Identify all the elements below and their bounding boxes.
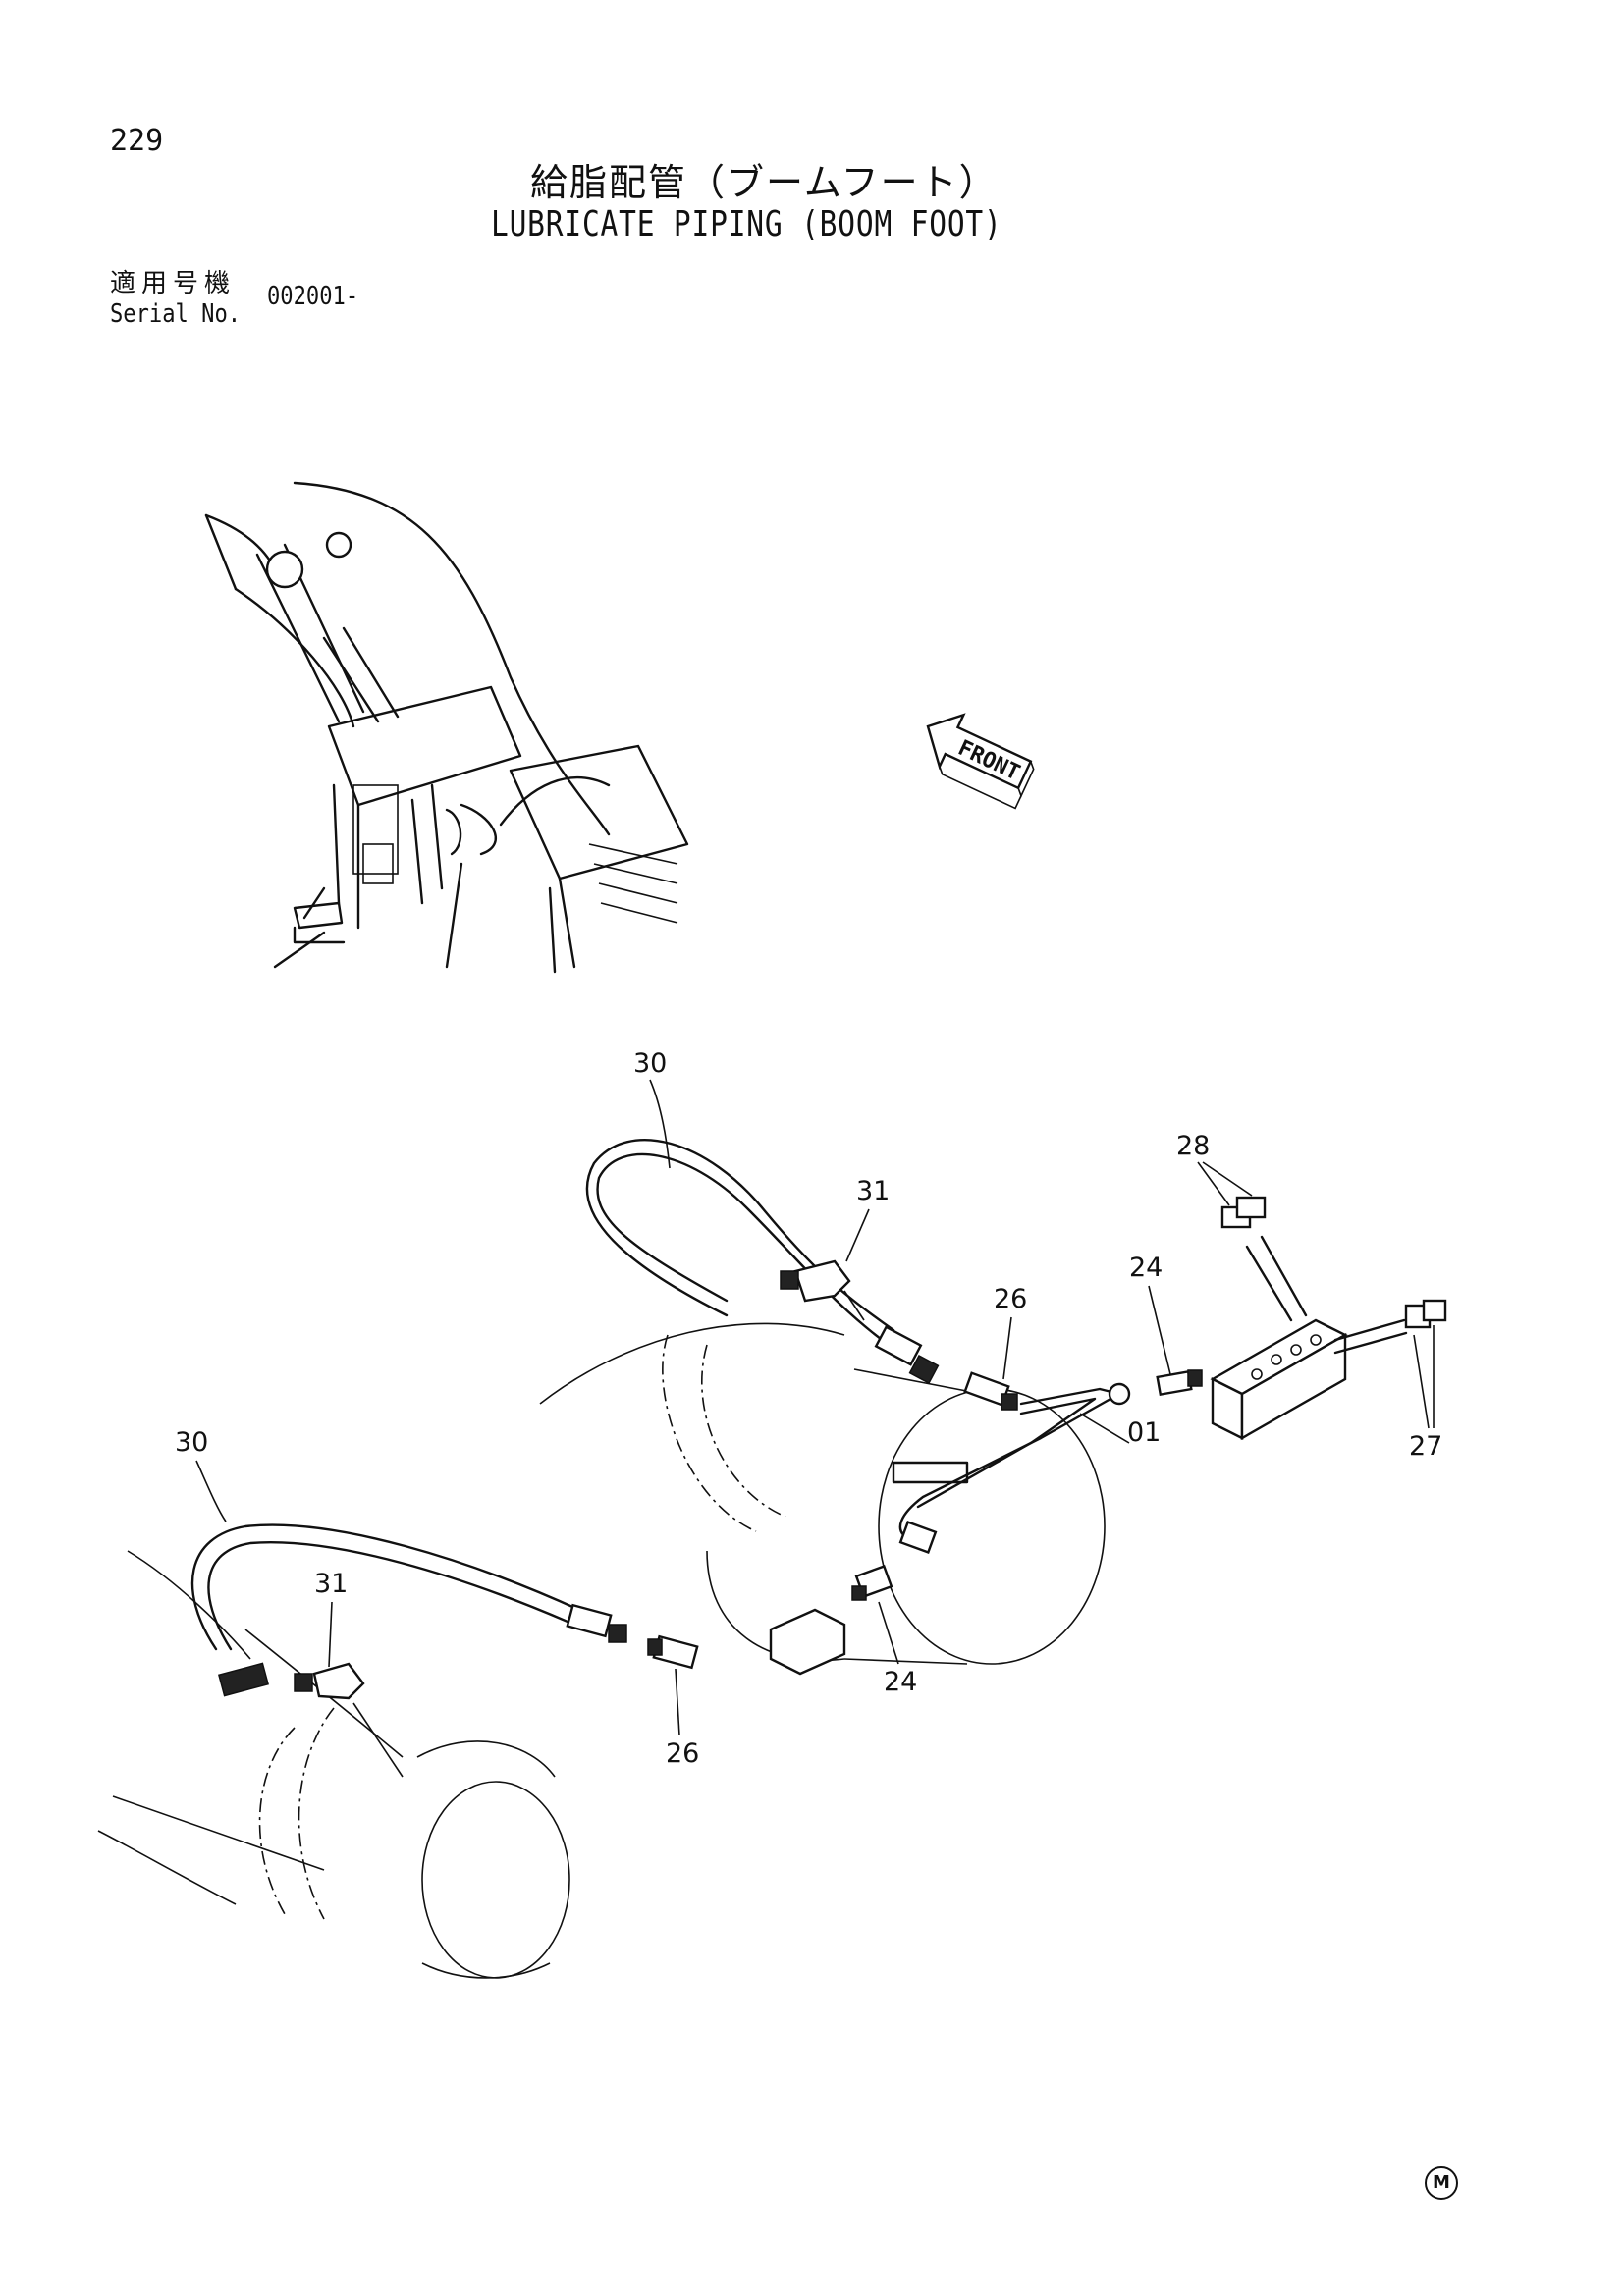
maker-mark-icon: M [1425, 2166, 1458, 2200]
svg-text:31: 31 [856, 1176, 890, 1206]
grease-pipe [898, 1382, 1131, 1555]
serial-label: Serial No. [110, 299, 242, 329]
svg-text:26: 26 [666, 1738, 699, 1769]
serial-number-value: 002001- [267, 282, 359, 311]
machine-overview-illustration [204, 481, 689, 974]
lower-connector [647, 1634, 699, 1670]
svg-text:28: 28 [1176, 1131, 1210, 1161]
page-title: LUBRICATE PIPING (BOOM FOOT) [491, 204, 1002, 244]
svg-text:24: 24 [1129, 1253, 1163, 1283]
callout-adapter-upper: 24 [1129, 1253, 1171, 1375]
page-number: 229 [110, 124, 164, 158]
svg-text:30: 30 [633, 1048, 667, 1079]
svg-text:27: 27 [1409, 1431, 1442, 1462]
upper-adapter [1156, 1369, 1203, 1397]
pin-cover-block [769, 1608, 846, 1676]
svg-text:31: 31 [314, 1569, 348, 1599]
callout-connector-lower: 26 [666, 1668, 699, 1769]
front-direction-arrow: FRONT [926, 713, 1035, 810]
callout-fitting-right: 27 [1409, 1325, 1442, 1462]
svg-text:24: 24 [884, 1667, 917, 1697]
upper-connector [963, 1371, 1018, 1411]
callout-elbow-lower: 31 [314, 1569, 348, 1668]
callout-connector-upper: 26 [994, 1284, 1027, 1380]
callout-pipe: 01 [1127, 1417, 1161, 1448]
callout-fitting-top: 28 [1176, 1131, 1253, 1206]
callout-hose-upper: 30 [633, 1048, 671, 1169]
svg-text:26: 26 [994, 1284, 1027, 1314]
grease-manifold-block [1210, 1318, 1348, 1441]
lower-elbow-fitting [294, 1662, 404, 1778]
lower-boom-foot-pin [97, 1550, 570, 1979]
lower-adapter [851, 1564, 893, 1601]
callout-adapter-lower: 24 [878, 1601, 917, 1697]
page-title-japanese: 給脂配管（ブームフート） [530, 161, 999, 204]
lower-grease-hose [190, 1523, 627, 1697]
callout-elbow-upper: 31 [845, 1176, 890, 1262]
svg-text:01: 01 [1127, 1417, 1161, 1448]
serial-label-japanese: 適用号機 [110, 269, 237, 298]
callout-hose-lower: 30 [175, 1427, 227, 1522]
manifold-top-fitting [1220, 1196, 1308, 1322]
svg-text:30: 30 [175, 1427, 208, 1458]
upper-elbow-fitting [780, 1259, 865, 1321]
manifold-right-fitting [1333, 1299, 1447, 1355]
